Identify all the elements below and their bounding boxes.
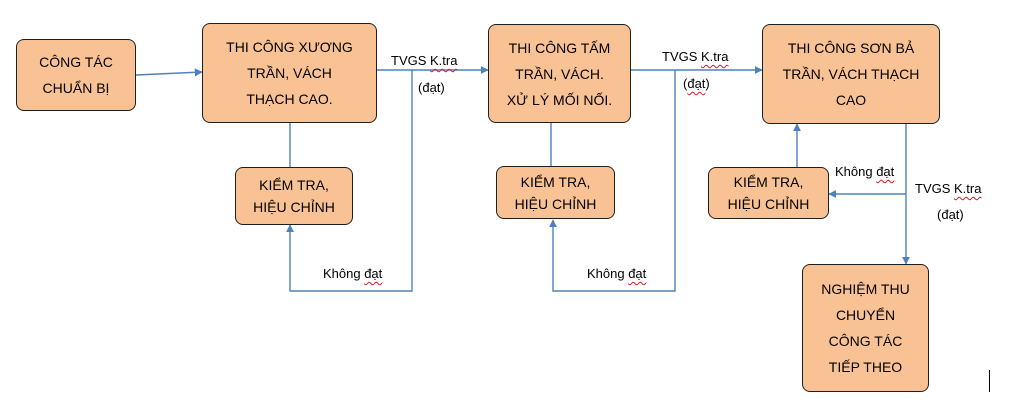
label-part: đạt <box>628 266 647 281</box>
label-part: TVGS <box>391 53 431 68</box>
box-cong-tac-chuan-bi: CÔNG TÁC CHUẨN BỊ <box>16 39 136 111</box>
label-part: K.tra <box>954 181 982 196</box>
box-text-line: HIỆU CHỈNH <box>253 199 335 215</box>
label-part: đạt <box>364 266 383 281</box>
label-tvgs-ktra-1: TVGS K.tra <box>391 53 457 69</box>
box-text-line: CÔNG TÁC <box>39 54 113 70</box>
label-part: TVGS <box>662 49 702 64</box>
box-kiem-tra-hieu-chinh-1: KIỂM TRA, HIỆU CHỈNH <box>235 167 353 225</box>
label-part: đạt <box>876 164 895 179</box>
box-thi-cong-xuong: THI CÔNG XƯƠNG TRẦN, VÁCH THẠCH CAO. <box>202 23 377 123</box>
label-part: TVGS <box>915 181 955 196</box>
label-part: Không <box>323 266 365 281</box>
label-part: K.tra <box>430 53 458 68</box>
arrow-khongdat-to-kiemtra1 <box>286 70 413 292</box>
box-text-line: TIẾP THEO <box>828 359 903 375</box>
label-part: đạt <box>687 76 706 91</box>
box-text-line: CÔNG TÁC <box>828 333 903 349</box>
box-text-line: THẠCH CAO. <box>246 91 333 107</box>
box-text-line: THI CÔNG XƯƠNG <box>226 39 353 55</box>
box-text-line: KIỂM TRA, <box>520 173 591 190</box>
label-part: K.tra <box>701 49 729 64</box>
box-text-line: KIỂM TRA, <box>259 177 329 193</box>
box-text-line: CAO <box>835 92 867 108</box>
label-khong-dat-2: Không đạt <box>587 266 646 282</box>
box-text-line: HIỆU CHỈNH <box>514 195 597 212</box>
box-text-line: CHUYỂN <box>835 307 896 323</box>
box-text-line: TRẦN, VÁCH. <box>515 65 604 82</box>
label-part: đạt <box>422 80 441 95</box>
box-kiem-tra-hieu-chinh-3: KIỂM TRA, HIỆU CHỈNH <box>708 167 829 219</box>
arrow-chuanbi-to-xuong <box>135 68 203 77</box>
box-thi-cong-tam: THI CÔNG TẤM TRẦN, VÁCH. XỬ LÝ MỐI NỐI. <box>488 24 631 123</box>
label-status-dat-2: (đạt) <box>683 76 710 91</box>
box-text-line: HIỆU CHỈNH <box>727 196 810 212</box>
label-khong-dat-1: Không đạt <box>323 266 382 282</box>
box-text-line: CHUẨN BỊ <box>42 80 110 96</box>
box-text-line: TRẦN, VÁCH THẠCH <box>782 66 920 82</box>
box-text-line: THI CÔNG SƠN BẢ <box>787 40 915 56</box>
box-text-line: TRẦN, VÁCH <box>247 65 332 81</box>
label-status-dat-1: (đạt) <box>418 80 445 95</box>
label-tvgs-ktra-2: TVGS K.tra <box>662 49 728 65</box>
box-text-line: THI CÔNG TẤM <box>508 39 611 56</box>
text-cursor <box>989 370 990 392</box>
label-part: Không <box>587 266 629 281</box>
label-khong-dat-3: Không đạt <box>835 164 894 180</box>
box-text-line: NGHIỆM THU <box>821 281 910 297</box>
box-text-line: XỬ LÝ MỐI NỐI. <box>506 91 613 108</box>
box-nghiem-thu: NGHIỆM THU CHUYỂN CÔNG TÁC TIẾP THEO <box>802 264 929 392</box>
label-status-dat-3: (đạt) <box>937 207 964 222</box>
label-part: Không <box>835 164 877 179</box>
arrow-khongdat-to-kiemtra2 <box>549 70 676 292</box>
box-thi-cong-son-ba: THI CÔNG SƠN BẢ TRẦN, VÁCH THẠCH CAO <box>762 24 940 124</box>
label-part: đạt <box>941 207 960 222</box>
box-kiem-tra-hieu-chinh-2: KIỂM TRA, HIỆU CHỈNH <box>496 166 615 219</box>
box-text-line: KIỂM TRA, <box>733 174 804 190</box>
label-tvgs-ktra-3: TVGS K.tra <box>915 181 981 197</box>
